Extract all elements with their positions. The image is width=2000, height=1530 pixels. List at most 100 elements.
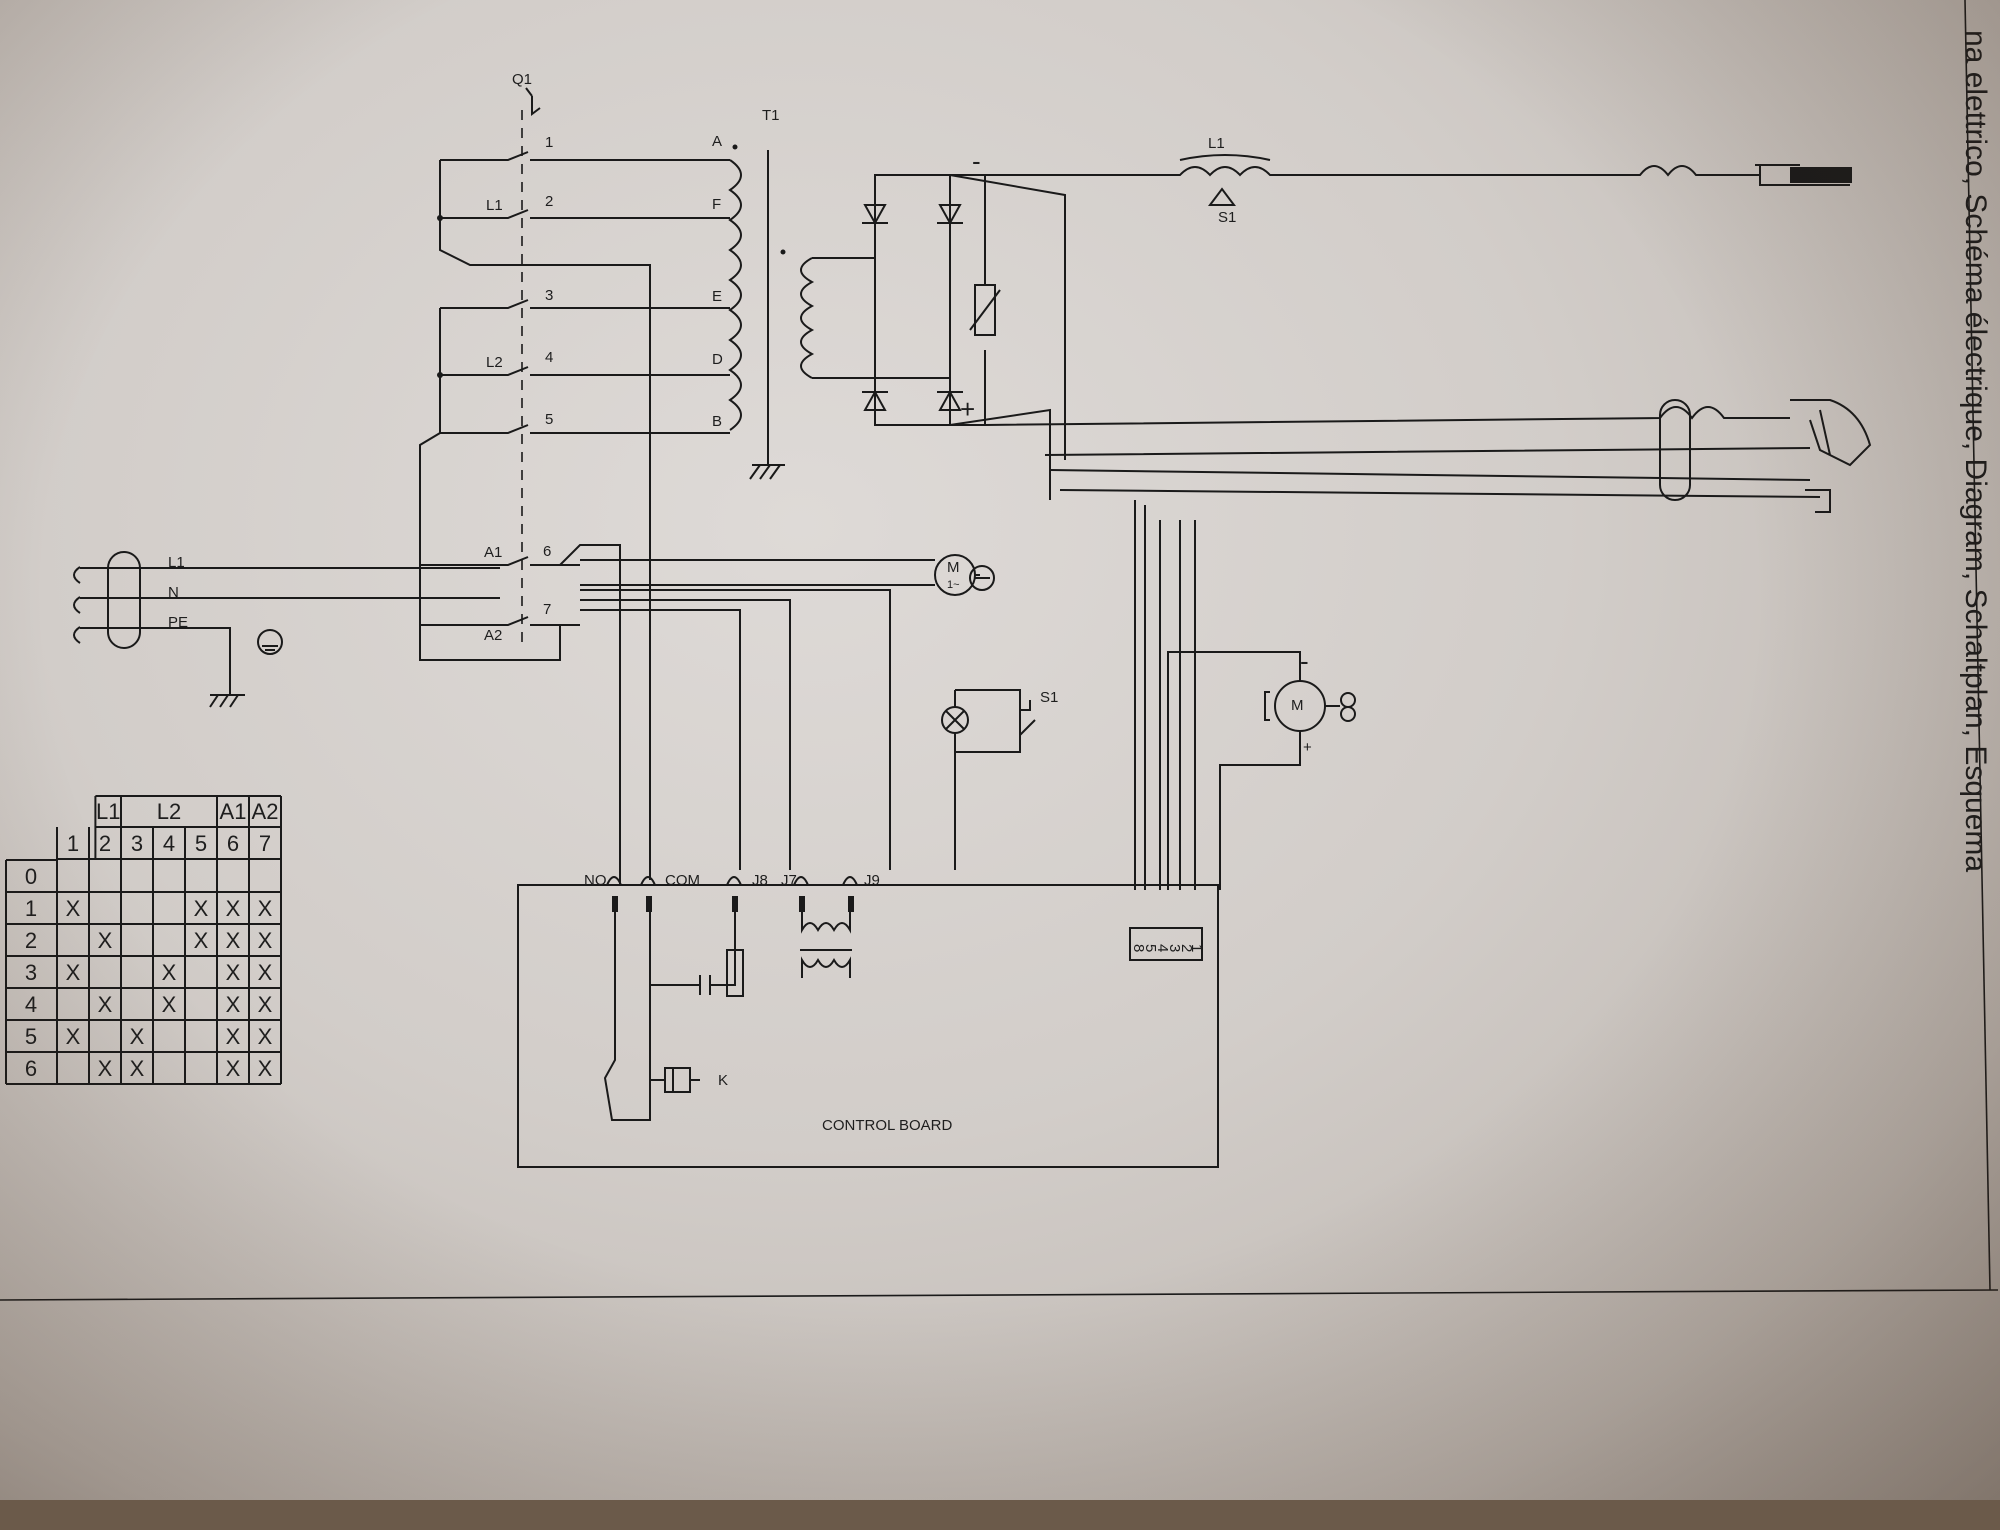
output-choke-l1: L1 S1 (950, 135, 1852, 226)
l1-switch-label: L1 (486, 197, 503, 214)
cell-4-4: X (162, 992, 177, 1017)
switch-4-label: 4 (545, 349, 553, 366)
cell-1-5: X (194, 896, 209, 921)
cell-4-6: X (226, 992, 241, 1017)
dc-motor-m2: M - + (1167, 646, 1356, 890)
mains-n-label: N (168, 584, 179, 601)
tap-b-label: B (712, 413, 722, 430)
a1-switch-label: A1 (484, 544, 502, 561)
pin-3: 3 (1166, 944, 1183, 952)
cell-1-1: X (66, 896, 81, 921)
cell-2-2: X (98, 928, 113, 953)
cell-4-2: X (98, 992, 113, 1017)
mains-pe-label: PE (168, 614, 188, 631)
cell-2-6: X (226, 928, 241, 953)
pin-2: 2 (1178, 944, 1195, 952)
cell-3-6: X (226, 960, 241, 985)
cell-5-7: X (258, 1024, 273, 1049)
switch-1-label: 1 (545, 134, 553, 151)
pin-5: 5 (1142, 944, 1159, 952)
l2-switch-label: L2 (486, 354, 503, 371)
control-board-label: CONTROL BOARD (822, 1117, 952, 1134)
t1-label: T1 (762, 107, 780, 124)
col-header-4: 4 (163, 831, 175, 856)
row-pos-6: 6 (25, 1056, 37, 1081)
terminal-j8-label: J8 (752, 872, 768, 889)
switch-2-label: 2 (545, 193, 553, 210)
page-frame (0, 0, 1999, 1301)
tap-e-label: E (712, 288, 722, 305)
a2-switch-label: A2 (484, 627, 502, 644)
row-pos-2: 2 (25, 928, 37, 953)
col-header-2: 2 (99, 831, 111, 856)
pin-8: 8 (1130, 944, 1147, 952)
terminal-j9-label: J9 (864, 872, 880, 889)
cell-3-7: X (258, 960, 273, 985)
plus-terminal: + (960, 394, 975, 424)
group-header-3: A2 (252, 799, 279, 824)
s1-mid-label: S1 (1040, 689, 1058, 706)
cell-1-6: X (226, 896, 241, 921)
col-header-5: 5 (195, 831, 207, 856)
motor2-plus: + (1303, 739, 1312, 756)
switch-5-label: 5 (545, 411, 553, 428)
rectifier-bridge: - + (862, 146, 1066, 500)
mains-input: L1 N PE (73, 551, 500, 708)
cell-4-7: X (258, 992, 273, 1017)
connector-block: 8 5 4 3 2 1 (1129, 927, 1205, 961)
cell-5-6: X (226, 1024, 241, 1049)
motor2-m-label: M (1291, 697, 1304, 714)
row-pos-5: 5 (25, 1024, 37, 1049)
cell-5-3: X (130, 1024, 145, 1049)
cell-2-7: X (258, 928, 273, 953)
cell-2-5: X (194, 928, 209, 953)
col-header-7: 7 (259, 831, 271, 856)
s1-top-label: S1 (1218, 209, 1236, 226)
switch-6-label: 6 (543, 543, 551, 560)
row-pos-1: 1 (25, 896, 37, 921)
tap-d-label: D (712, 351, 723, 368)
choke-l1-label: L1 (1208, 135, 1225, 152)
motor-m-label: M (947, 559, 960, 576)
motor2-minus: - (1300, 646, 1309, 676)
col-header-6: 6 (227, 831, 239, 856)
pin-4: 4 (1154, 944, 1171, 952)
side-caption: na elettrico, Schéma électrique, Diagram… (1959, 30, 1992, 873)
cell-1-7: X (258, 896, 273, 921)
terminal-strip: NO COM J8 J7 J9 (584, 872, 880, 912)
group-header-0: L1 (96, 799, 120, 824)
terminal-j7-label: J7 (781, 872, 797, 889)
fan-motor-m1: M 1~ S1 (559, 544, 1058, 885)
main-switch-q1: Q1 1 2 3 4 5 6 7 L1 L2 A1 A2 (419, 71, 730, 880)
cell-6-2: X (98, 1056, 113, 1081)
torch-cable (984, 399, 1872, 513)
switch-7-label: 7 (543, 601, 551, 618)
control-board: CONTROL BOARD NO COM J8 J7 J9 K 8 5 4 (517, 872, 1219, 1168)
terminal-no-label: NO (584, 872, 607, 889)
cell-6-3: X (130, 1056, 145, 1081)
row-pos-4: 4 (25, 992, 37, 1017)
cell-3-4: X (162, 960, 177, 985)
pin-1: 1 (1188, 944, 1205, 952)
motor-phase-label: 1~ (947, 579, 960, 591)
col-header-3: 3 (131, 831, 143, 856)
transformer-t1: T1 A F E D B (712, 107, 950, 480)
mains-l1-label: L1 (168, 554, 185, 571)
col-header-1: 1 (67, 831, 79, 856)
group-header-1: L2 (157, 799, 181, 824)
cell-6-6: X (226, 1056, 241, 1081)
cell-5-1: X (66, 1024, 81, 1049)
cell-6-7: X (258, 1056, 273, 1081)
relay-k-label: K (718, 1072, 728, 1089)
tap-a-label: A (712, 133, 722, 150)
minus-terminal: - (972, 146, 981, 176)
group-header-2: A1 (220, 799, 247, 824)
switch-3-label: 3 (545, 287, 553, 304)
row-pos-3: 3 (25, 960, 37, 985)
cell-3-1: X (66, 960, 81, 985)
connector-bus (1134, 500, 1196, 890)
row-pos-0: 0 (25, 864, 37, 889)
